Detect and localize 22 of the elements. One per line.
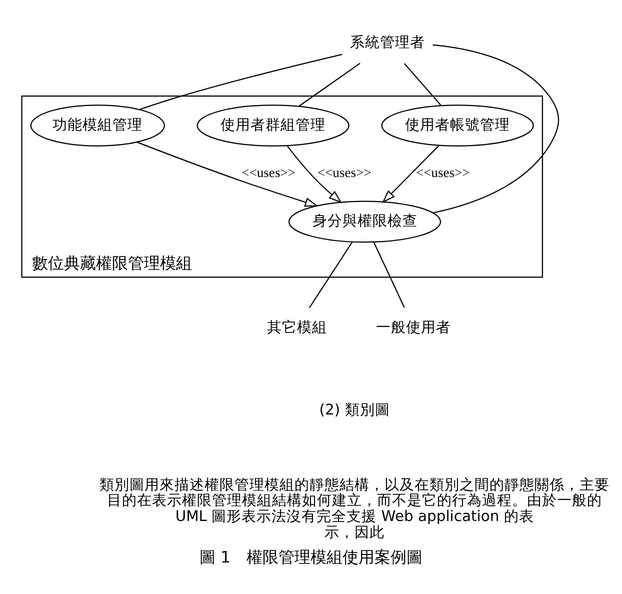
edge-label: <<uses>> <box>416 165 470 180</box>
node-ellipse: 功能模組管理 <box>30 104 165 146</box>
connector <box>308 242 353 308</box>
connector <box>298 62 360 107</box>
node-ellipse: 使用者群組管理 <box>196 104 350 146</box>
node-text: 其它模組 <box>266 318 327 336</box>
label: (2) 類別圖 <box>319 402 390 419</box>
arrow <box>136 142 318 207</box>
label: 類別圖用來描述權限管理模組的靜態結構，以及在類別之間的靜態關係，主要目的在表示權限管理模組結構如何建立，而不是它的行為過程。由於一般的 UML 圖形表示法沒有完全支援 Web application 的表示，因此 <box>100 476 610 541</box>
node-text: 一般使用者 <box>376 318 451 336</box>
arrow <box>382 145 440 204</box>
arrow <box>286 146 342 204</box>
node-text: 系統管理者 <box>350 34 425 51</box>
connector <box>373 242 405 308</box>
connector <box>139 54 342 110</box>
edge-label: <<uses>> <box>317 165 372 180</box>
caption: 圖 1 權限管理模組使用案例圖 <box>199 548 423 567</box>
connector <box>404 63 442 106</box>
edge-label: <<uses>> <box>242 165 296 180</box>
node-ellipse: 使用者帳號管理 <box>381 104 534 146</box>
connector <box>432 44 560 214</box>
node-ellipse: 身分與權限檢查 <box>288 200 442 243</box>
